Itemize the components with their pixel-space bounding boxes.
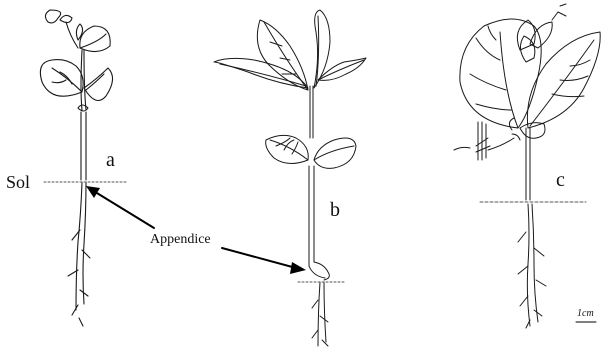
arrowhead-b: [290, 262, 306, 274]
seedling-c: [454, 4, 600, 328]
soil-label: Sol: [6, 173, 30, 191]
label-c: c: [556, 170, 565, 190]
appendix-arrows: [86, 186, 306, 274]
arrow-to-seedling-b: [222, 248, 296, 268]
appendix-label: Appendice: [150, 233, 211, 247]
label-a: a: [106, 150, 115, 170]
arrowhead-a: [86, 186, 100, 198]
arrow-to-seedling-a: [92, 190, 154, 228]
seedling-b: [214, 10, 366, 346]
scale-label: 1cm: [577, 309, 594, 319]
seedling-a: [40, 10, 112, 326]
label-b: b: [330, 200, 340, 220]
